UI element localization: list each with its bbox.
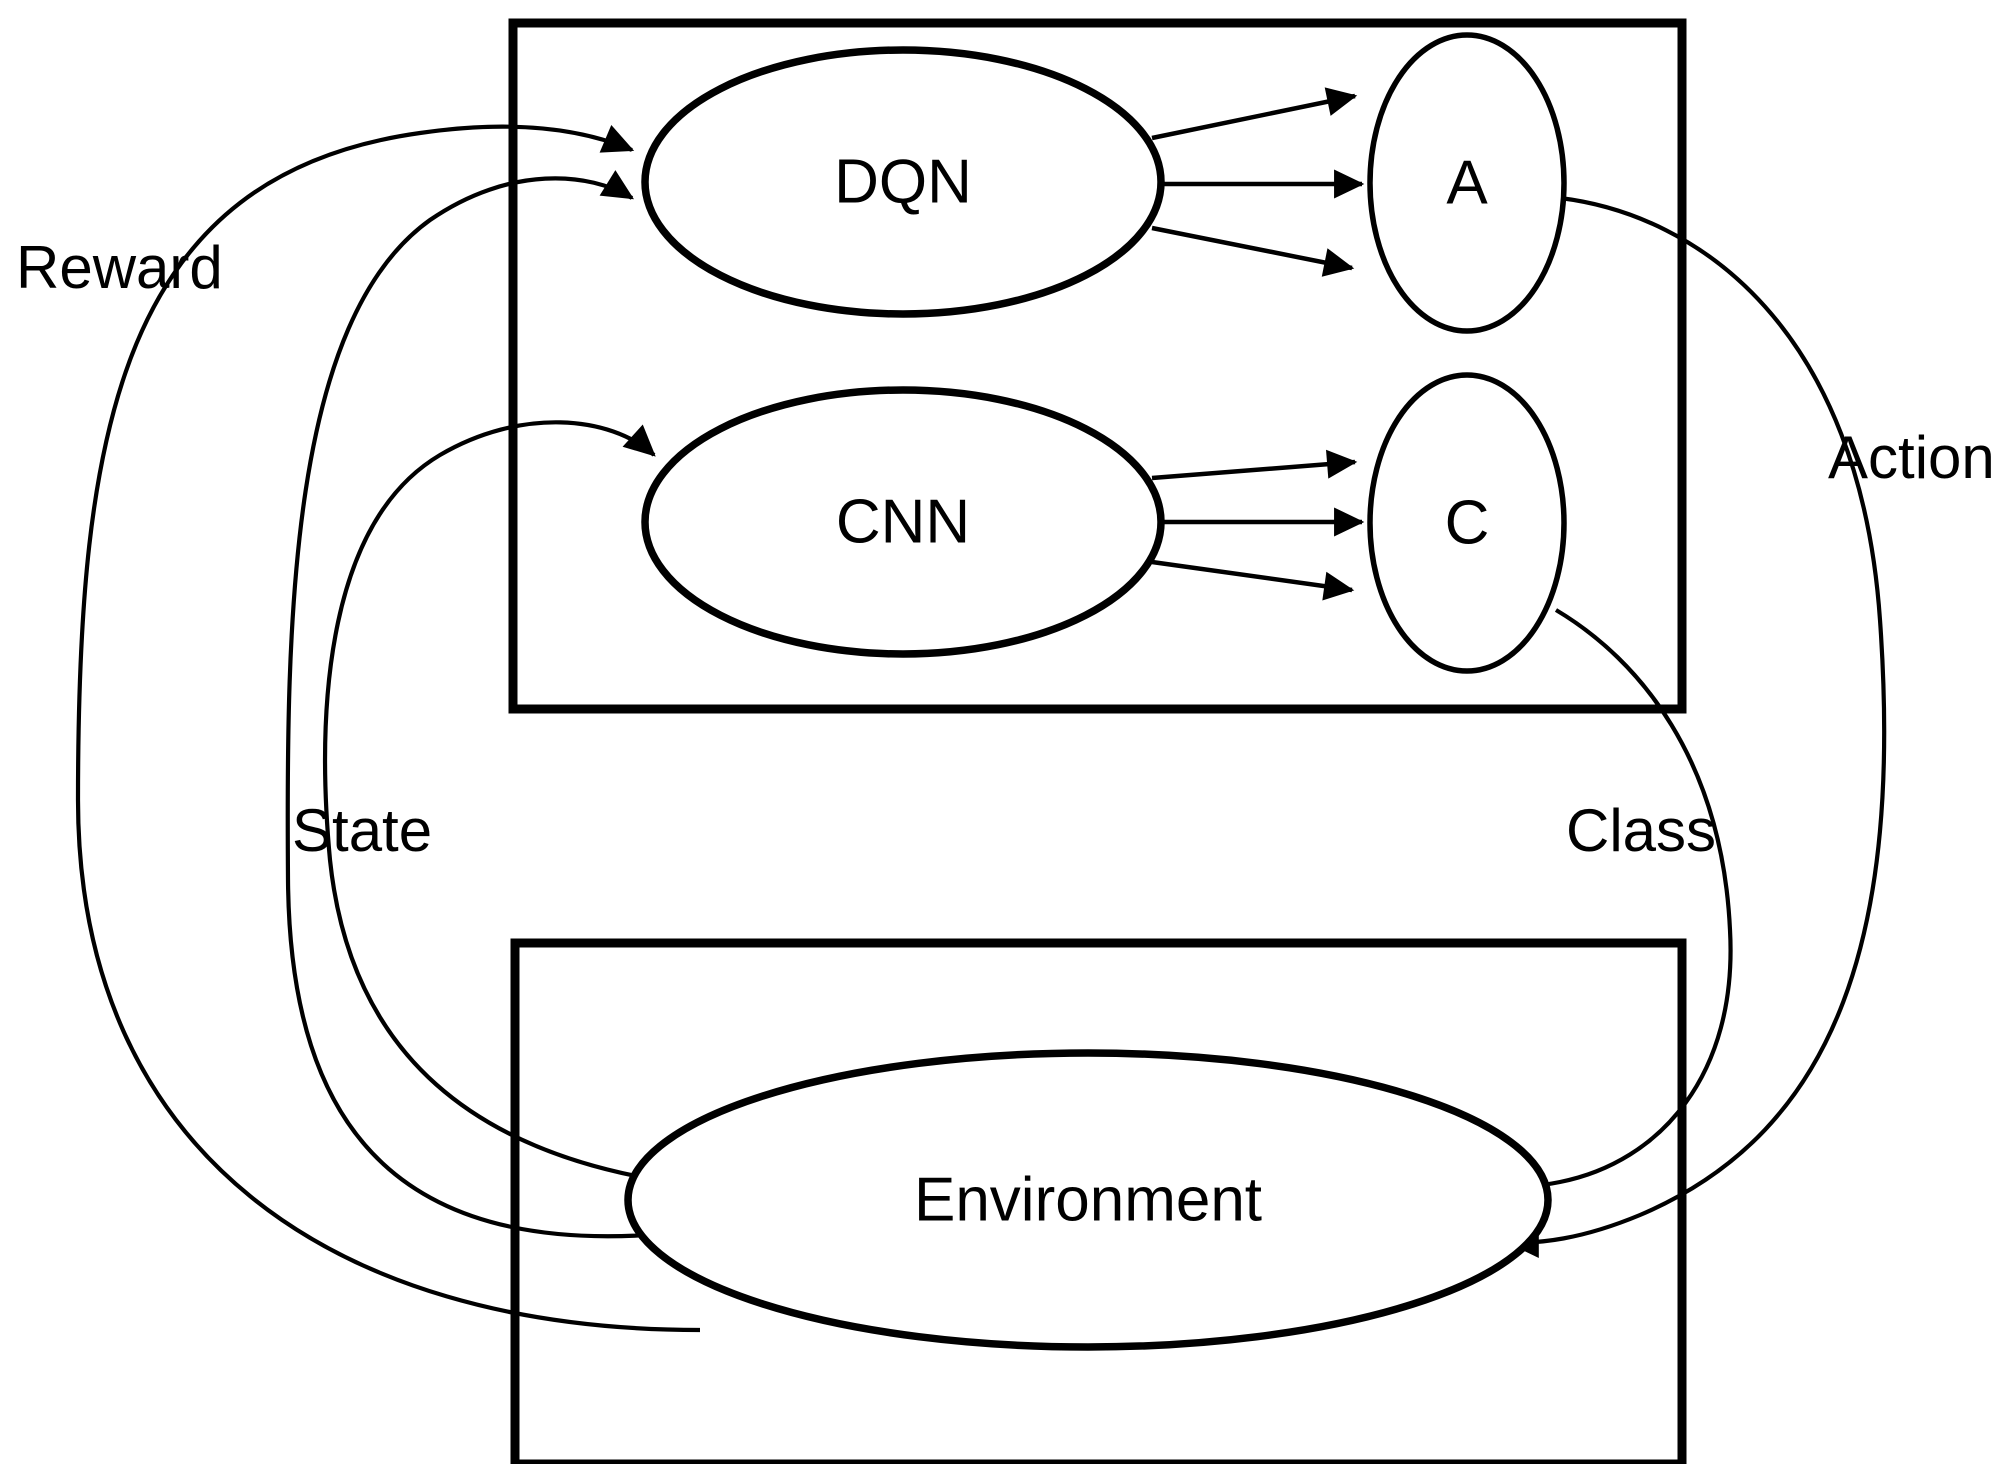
edge-cnn-to-c-3: [1151, 559, 1355, 601]
node-cnn[interactable]: [641, 386, 1165, 658]
edge-environment-to-dqn-state: [285, 170, 701, 1239]
node-dqn[interactable]: [641, 46, 1165, 318]
edge-a-to-environment-action: [1507, 195, 1887, 1258]
edge-label-action: Action: [1828, 424, 1995, 491]
node-a-label: A: [1446, 148, 1488, 217]
agent-container-box: [508, 18, 1687, 714]
node-a[interactable]: [1367, 32, 1567, 334]
node-c[interactable]: [1367, 372, 1567, 674]
edge-dqn-to-a-1: [1151, 87, 1358, 141]
edge-environment-to-dqn-reward: [75, 124, 701, 1333]
edge-dqn-to-a-3: [1151, 225, 1355, 277]
edge-environment-to-cnn-state: [323, 420, 701, 1189]
node-cnn-label: CNN: [836, 487, 970, 556]
node-c-label: C: [1445, 488, 1490, 557]
edge-label-reward: Reward: [16, 234, 223, 301]
edge-label-state: State: [292, 797, 432, 864]
edge-cnn-to-c-1: [1151, 449, 1358, 481]
node-dqn-label: DQN: [834, 147, 972, 216]
node-environment-label: Environment: [914, 1165, 1262, 1234]
environment-container-box: [510, 938, 1687, 1464]
edge-label-class: Class: [1566, 797, 1716, 864]
edge-c-to-environment-class: [1499, 608, 1733, 1203]
node-environment[interactable]: [624, 1049, 1552, 1351]
